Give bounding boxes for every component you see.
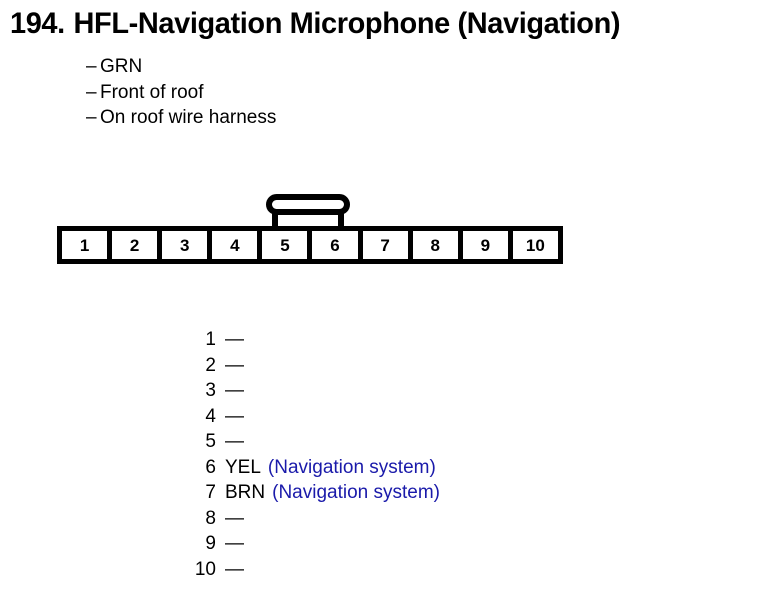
pin-wire-color: YEL	[225, 456, 261, 478]
spec-item-label: On roof wire harness	[100, 107, 277, 128]
pin-row: 9—	[190, 533, 440, 559]
connector-pin-1: 1	[62, 231, 108, 259]
pin-empty-marker: —	[225, 431, 244, 452]
pin-row: 7 BRN (Navigation system)	[190, 482, 440, 508]
spec-item-label: GRN	[100, 56, 143, 77]
connector-pin-3: 3	[162, 231, 208, 259]
pin-empty-marker: —	[225, 533, 244, 554]
pin-row: 4—	[190, 406, 440, 432]
pin-row: 10 —	[190, 559, 440, 585]
spec-item-dash: –	[86, 56, 97, 77]
pin-empty-marker: —	[225, 405, 244, 427]
pin-empty-marker: —	[225, 507, 244, 529]
connector-pin-5: 5	[262, 231, 308, 259]
pin-number: 3	[205, 380, 216, 401]
pin-number: 7	[205, 482, 216, 503]
pin-row: 1—	[190, 329, 440, 355]
pin-empty-marker: —	[225, 558, 244, 580]
page-title-text: HFL-Navigation Microphone (Navigation)	[73, 7, 621, 40]
pin-empty-marker: —	[225, 329, 244, 350]
connector-pin-9: 9	[462, 231, 508, 259]
pin-system-note: (Navigation system)	[272, 482, 441, 503]
spec-item: –On roof wire harness	[86, 105, 586, 131]
pin-number: 6	[205, 456, 216, 478]
pin-row: 8—	[190, 508, 440, 534]
pin-system-note: (Navigation system)	[267, 456, 436, 478]
pin-empty-marker: —	[225, 354, 244, 376]
latch-leg-right	[338, 209, 344, 233]
latch-leg-left	[272, 209, 278, 233]
pin-row: 2—	[190, 355, 440, 381]
connector-pin-8: 8	[412, 231, 458, 259]
connector-pin-10: 10	[512, 231, 558, 259]
page-title-number: 194.	[10, 7, 65, 40]
pin-number: 10	[194, 558, 216, 580]
pin-row: 3—	[190, 380, 440, 406]
connector-pin-4: 4	[212, 231, 258, 259]
connector-pin-2: 2	[112, 231, 158, 259]
pin-number: 4	[205, 405, 216, 427]
pin-wire-color: BRN	[225, 482, 266, 503]
spec-list: –GRN–Front of roof–On roof wire harness	[86, 54, 586, 131]
pin-number: 1	[205, 329, 216, 350]
spec-item: –GRN	[86, 54, 586, 80]
pin-number: 9	[205, 533, 216, 554]
connector-latch-tab-icon	[266, 194, 350, 215]
spec-item: –Front of roof	[86, 80, 586, 106]
pin-number: 2	[205, 354, 216, 376]
pin-number: 5	[205, 431, 216, 452]
page-title: 194.HFL-Navigation Microphone (Navigatio…	[10, 6, 751, 42]
spec-item-dash: –	[86, 81, 97, 103]
connector-pin-6: 6	[312, 231, 358, 259]
spec-item-dash: –	[86, 107, 97, 128]
pin-empty-marker: —	[225, 380, 244, 401]
pin-row: 5—	[190, 431, 440, 457]
pin-row: 6 YEL (Navigation system)	[190, 457, 440, 483]
pin-number: 8	[205, 507, 216, 529]
connector-pin-7: 7	[362, 231, 408, 259]
spec-item-label: Front of roof	[100, 81, 204, 103]
